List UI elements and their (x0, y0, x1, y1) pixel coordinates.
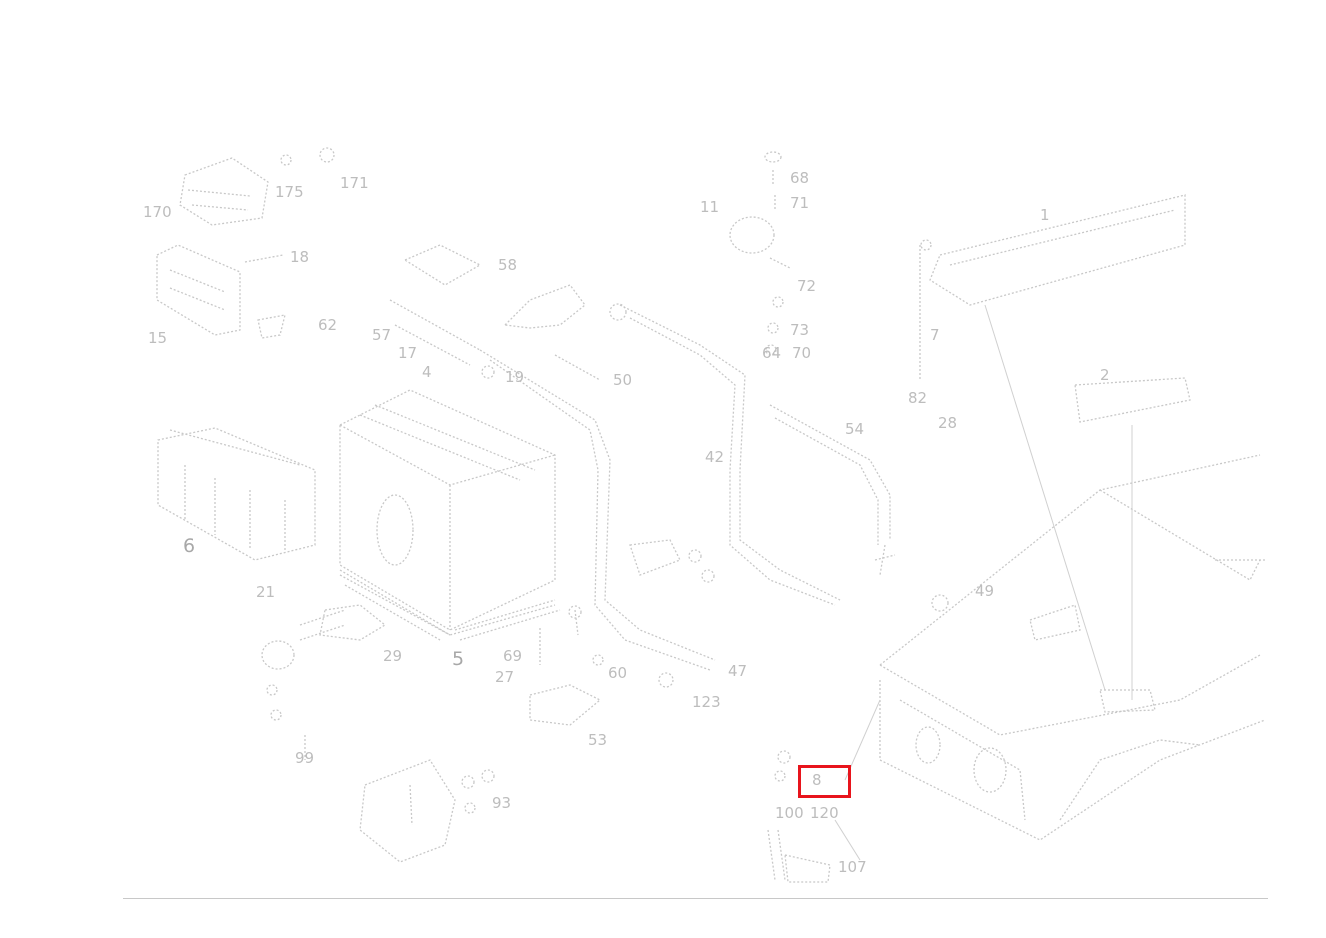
callout-19: 19 (505, 368, 524, 386)
callout-100: 100 (775, 804, 804, 822)
callout-64: 64 (762, 344, 781, 362)
callout-175: 175 (275, 183, 304, 201)
callout-69: 69 (503, 647, 522, 665)
callout-60: 60 (608, 664, 627, 682)
relay-box-part (179, 147, 335, 226)
relay-holder-part (359, 759, 495, 863)
small-battery-part (157, 427, 316, 561)
grille-emblem-part (1074, 377, 1191, 700)
callout-72: 72 (797, 277, 816, 295)
callout-6: 6 (183, 535, 195, 557)
callout-68: 68 (790, 169, 809, 187)
callout-99: 99 (295, 749, 314, 767)
callout-171: 171 (340, 174, 369, 192)
mounting-hardware-part (261, 604, 387, 760)
callout-70: 70 (792, 344, 811, 362)
terminal-clamp-part (529, 539, 949, 726)
callout-58: 58 (498, 256, 517, 274)
battery-clamp-part (389, 244, 627, 381)
callout-4: 4 (422, 363, 432, 381)
bottom-divider (123, 898, 1268, 899)
callout-27: 27 (495, 668, 514, 686)
hood-strut-part (919, 194, 1186, 691)
callout-42: 42 (705, 448, 724, 466)
callout-28: 28 (938, 414, 957, 432)
callout-107: 107 (838, 858, 867, 876)
callout-53: 53 (588, 731, 607, 749)
bolt-column-part (729, 151, 791, 356)
callout-73: 73 (790, 321, 809, 339)
callout-170: 170 (143, 203, 172, 221)
callout-82: 82 (908, 389, 927, 407)
callout-62: 62 (318, 316, 337, 334)
main-battery-part (339, 389, 556, 636)
callout-57: 57 (372, 326, 391, 344)
callout-120: 120 (810, 804, 839, 822)
vehicle-front-part (879, 454, 1266, 841)
callout-29: 29 (383, 647, 402, 665)
control-unit-part (156, 244, 286, 339)
callout-11: 11 (700, 198, 719, 216)
callout-50: 50 (613, 371, 632, 389)
callout-47: 47 (728, 662, 747, 680)
callout-7: 7 (930, 326, 940, 344)
callout-5: 5 (452, 648, 464, 670)
callout-2: 2 (1100, 366, 1110, 384)
callout-54: 54 (845, 420, 864, 438)
callout-93: 93 (492, 794, 511, 812)
callout-49: 49 (975, 582, 994, 600)
selected-part-highlight[interactable] (798, 765, 851, 798)
callout-15: 15 (148, 329, 167, 347)
callout-8: 8 (812, 771, 822, 789)
battery-cable-part (479, 304, 891, 671)
callout-17: 17 (398, 344, 417, 362)
callout-1: 1 (1040, 206, 1050, 224)
ground-strap-part (767, 699, 881, 883)
battery-tray-part (339, 574, 561, 641)
callout-18: 18 (290, 248, 309, 266)
callout-21: 21 (256, 583, 275, 601)
callout-123: 123 (692, 693, 721, 711)
callout-71: 71 (790, 194, 809, 212)
